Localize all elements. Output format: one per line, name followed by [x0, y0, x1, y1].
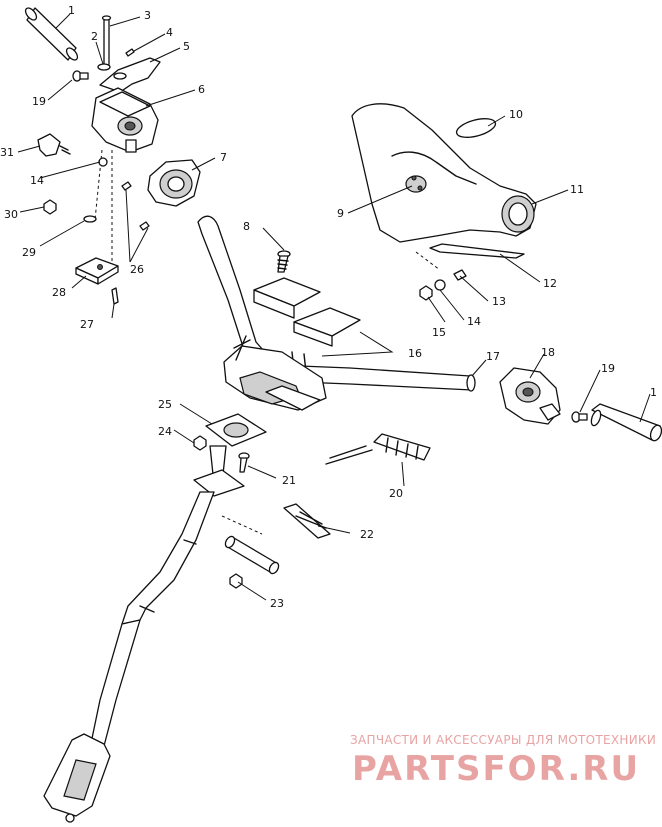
callout-21: 21	[282, 474, 296, 487]
callout-13: 13	[492, 295, 506, 308]
callout-1-right: 1	[650, 386, 657, 399]
callout-26: 26	[130, 263, 144, 276]
handle-sleeve	[325, 433, 431, 465]
callout-17: 17	[486, 350, 500, 363]
nut-15	[419, 285, 433, 301]
callout-12: 12	[543, 277, 557, 290]
pad-strap	[429, 243, 525, 259]
watermark: ЗАПЧАСТИ И АКСЕССУАРЫ ДЛЯ МОТОТЕХНИКИ PA…	[350, 733, 656, 789]
screw-26b	[139, 221, 150, 231]
callout-25: 25	[158, 398, 172, 411]
post-bracket	[43, 733, 111, 823]
callout-5: 5	[183, 40, 190, 53]
callout-16: 16	[408, 347, 422, 360]
throttle-housing	[91, 87, 159, 153]
steering-post	[89, 445, 245, 749]
bracket-22	[283, 503, 331, 539]
callout-2: 2	[91, 30, 98, 43]
pivot-pin	[101, 15, 112, 67]
watermark-brand: PARTSFOR.RU	[352, 749, 640, 789]
callout-27: 27	[80, 318, 94, 331]
callout-3: 3	[144, 9, 151, 22]
screw-left	[72, 70, 89, 82]
callout-14-pad: 14	[467, 315, 481, 328]
upper-clamp	[253, 277, 361, 347]
callout-6: 6	[198, 83, 205, 96]
pad-badge	[455, 118, 497, 138]
callout-23: 23	[270, 597, 284, 610]
washer-14	[434, 279, 446, 291]
callout-7: 7	[220, 151, 227, 164]
washer	[97, 63, 111, 71]
small-screw	[125, 48, 135, 57]
grip-left	[24, 7, 79, 61]
post-bolt	[238, 452, 250, 473]
lever-housing	[499, 367, 561, 425]
clamp-screw	[111, 287, 119, 305]
callout-31: 31	[0, 146, 14, 159]
callouts: 1 2 3 4 5 6 7 8 9 10 11 12 13 14 14 15 1…	[0, 4, 657, 610]
callout-29: 29	[22, 246, 36, 259]
callout-18: 18	[541, 346, 555, 359]
callout-4: 4	[166, 26, 173, 39]
handlebar-bolt	[277, 250, 291, 273]
callout-30: 30	[4, 208, 18, 221]
callout-11: 11	[570, 183, 584, 196]
callout-1: 1	[68, 4, 75, 17]
washer-left	[83, 215, 97, 223]
nut-left	[43, 199, 57, 215]
callout-28: 28	[52, 286, 66, 299]
callout-10: 10	[509, 108, 523, 121]
throttle-ring	[147, 159, 201, 207]
callout-14-left: 14	[30, 174, 44, 187]
grip-right	[590, 403, 662, 442]
callout-8: 8	[243, 220, 250, 233]
callout-15: 15	[432, 326, 446, 339]
callout-24: 24	[158, 425, 172, 438]
screw-right	[571, 411, 588, 423]
callout-9: 9	[337, 207, 344, 220]
callout-19-right: 19	[601, 362, 615, 375]
nut-23	[229, 573, 243, 589]
callout-20: 20	[389, 487, 403, 500]
bushing	[224, 535, 280, 575]
screw-26a	[121, 181, 132, 191]
leader-lines	[17, 13, 651, 601]
callout-19-left: 19	[32, 95, 46, 108]
kill-switch	[37, 133, 71, 157]
screw-13	[453, 269, 467, 281]
riser-mount	[223, 335, 327, 411]
spring	[98, 157, 108, 167]
handlebar-pad	[351, 103, 537, 243]
plate-nut	[193, 435, 207, 451]
watermark-tagline: ЗАПЧАСТИ И АКСЕССУАРЫ ДЛЯ МОТОТЕХНИКИ	[350, 733, 656, 747]
steering-plate	[205, 413, 267, 447]
callout-22: 22	[360, 528, 374, 541]
throttle-clamp	[75, 257, 119, 285]
